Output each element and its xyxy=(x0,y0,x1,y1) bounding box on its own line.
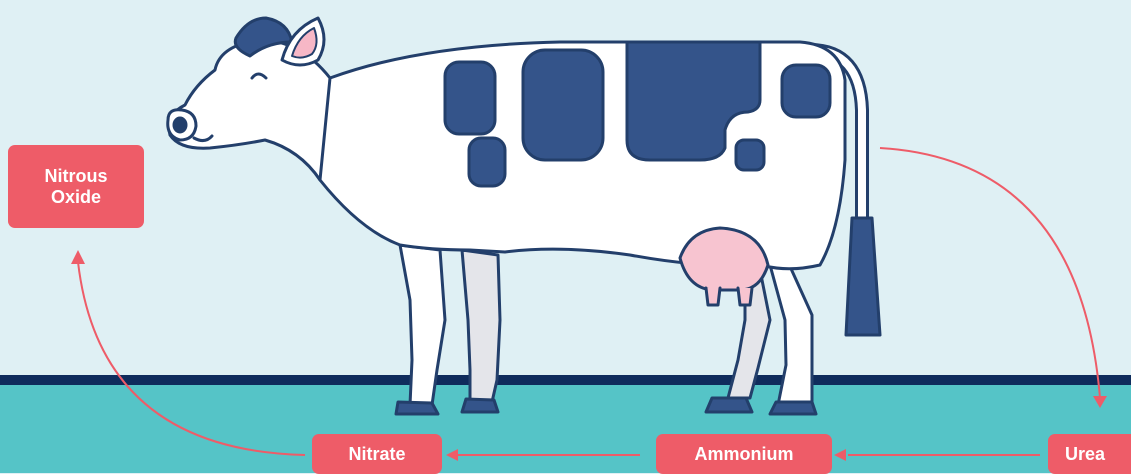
ammonium-label: Ammonium xyxy=(656,434,832,474)
cow-spot xyxy=(469,138,505,186)
ground-line xyxy=(0,375,1131,385)
cow-illustration xyxy=(168,18,880,414)
cow-spot xyxy=(736,140,764,170)
cow-hoof xyxy=(770,402,816,414)
nitrous-oxide-text: Nitrous Oxide xyxy=(45,166,108,208)
cow-spot xyxy=(445,62,495,134)
ammonium-text: Ammonium xyxy=(695,444,794,465)
cow-teat xyxy=(706,288,720,305)
ground xyxy=(0,383,1131,473)
cow-tail-tuft xyxy=(846,218,880,335)
arrow-cow-to-urea xyxy=(880,148,1100,398)
nitrate-label: Nitrate xyxy=(312,434,442,474)
cow-teat xyxy=(738,288,752,305)
cow-hoof xyxy=(396,402,438,414)
cow-nostril xyxy=(174,118,186,132)
urea-text: Urea xyxy=(1065,444,1105,465)
nitrate-text: Nitrate xyxy=(348,444,405,465)
cow-hoof xyxy=(706,398,752,412)
nitrous-oxide-label: Nitrous Oxide xyxy=(8,145,144,228)
urea-label: Urea xyxy=(1048,434,1131,474)
arrowhead-up xyxy=(71,250,85,264)
cow-hoof xyxy=(462,399,498,412)
cow-spot xyxy=(523,50,603,160)
cow-spot xyxy=(782,65,830,117)
